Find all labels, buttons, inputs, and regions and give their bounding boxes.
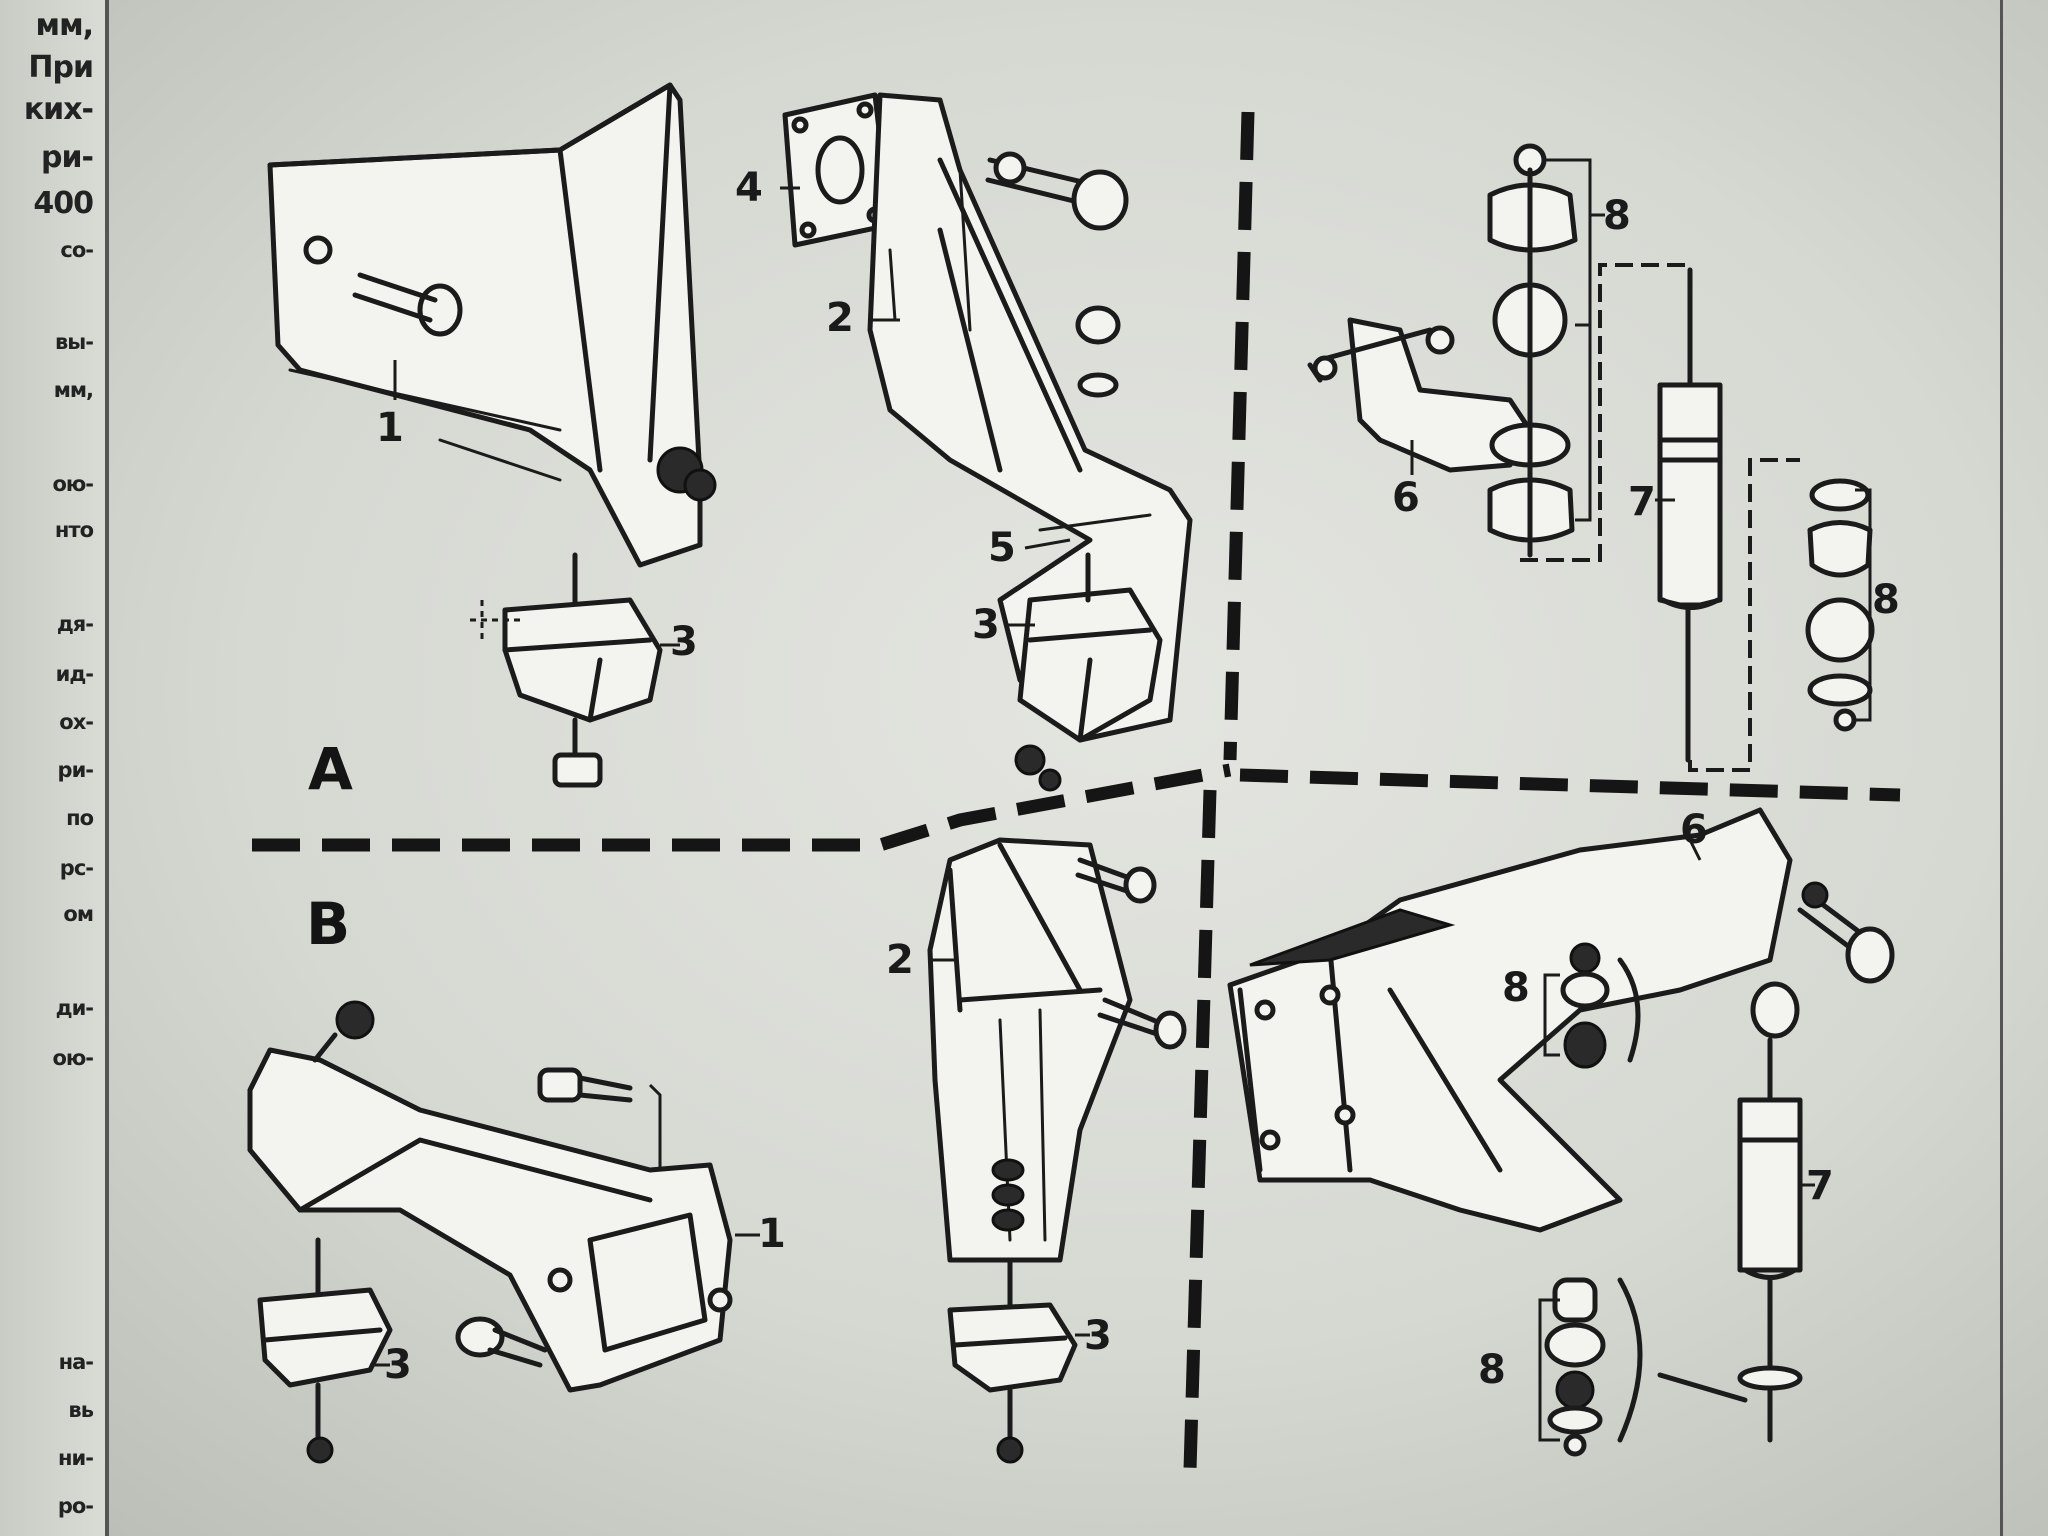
callout-number: 3 xyxy=(972,602,1000,648)
a-bracket-1 xyxy=(267,82,717,568)
bolt-icon xyxy=(1097,997,1187,1050)
washer-icon xyxy=(991,1183,1025,1207)
text-fragment: ид- xyxy=(55,662,94,686)
bolt-icon xyxy=(1425,325,1455,355)
nut-icon xyxy=(1312,355,1338,381)
a-rubber-mount-3-mid xyxy=(1014,513,1163,792)
text-fragment: мм, xyxy=(53,378,94,402)
washer-icon xyxy=(1077,372,1119,398)
bolt-icon xyxy=(1797,881,1895,984)
text-fragment: дя- xyxy=(56,612,94,636)
callout-number: 5 xyxy=(988,525,1016,571)
a-shock-absorber-7 xyxy=(1657,267,1800,772)
nut-icon xyxy=(1075,305,1121,345)
b-rubber-mount-3-left xyxy=(257,1237,393,1464)
section-label-a: A xyxy=(308,735,353,803)
section-divider-vertical-lower xyxy=(1183,789,1217,1471)
text-fragment: вь xyxy=(68,1398,94,1422)
text-fragment: со- xyxy=(60,238,94,262)
callout-number: 8 xyxy=(1502,965,1530,1011)
callout-number: 3 xyxy=(1084,1313,1112,1359)
text-fragment: ди- xyxy=(55,996,94,1020)
nut-icon xyxy=(991,1158,1025,1182)
b-shock-absorber-7 xyxy=(1657,981,1803,1443)
text-fragment: нто xyxy=(54,518,94,542)
callout-number: 8 xyxy=(1872,577,1900,623)
washer-icon xyxy=(991,1208,1025,1232)
a-bushing-stack-8-top xyxy=(1487,143,1690,562)
text-fragment: ро- xyxy=(57,1494,94,1518)
callout-number: 8 xyxy=(1478,1347,1506,1393)
nut-icon xyxy=(996,1436,1024,1464)
section-divider-horizontal-right xyxy=(1239,768,1901,802)
b-rubber-mount-3-mid xyxy=(947,1257,1078,1464)
washer-icon xyxy=(683,468,717,502)
callout-number: 3 xyxy=(670,619,698,665)
adjacent-text-column: мм, При ких- ри- 400 со- вы- мм, ою- нто… xyxy=(0,0,109,1536)
callout-leader-line xyxy=(1024,538,1071,550)
text-fragment: вы- xyxy=(55,330,94,354)
callout-number: 6 xyxy=(1392,475,1420,521)
callout-leader-line xyxy=(1688,839,1702,861)
text-fragment: мм, xyxy=(35,8,94,43)
bolt-icon xyxy=(1075,857,1157,904)
b-bushing-pair-8-upper xyxy=(1543,942,1641,1069)
text-fragment: При xyxy=(28,50,94,85)
text-fragment: на- xyxy=(58,1350,94,1374)
callout-number: 3 xyxy=(384,1342,412,1388)
b-bushing-stack-8-lower xyxy=(1538,1277,1643,1457)
a-bracket-2 xyxy=(867,92,1193,743)
callout-number: 7 xyxy=(1628,479,1656,525)
section-divider-vertical-upper xyxy=(1223,111,1255,761)
text-fragment: рс- xyxy=(59,856,94,880)
nut-icon xyxy=(306,1436,334,1464)
section-label-b: B xyxy=(306,890,351,958)
text-fragment: ни- xyxy=(58,1446,94,1470)
text-fragment: ою- xyxy=(52,472,94,496)
washer-icon xyxy=(1038,768,1062,792)
a-bushing-stack-8-side xyxy=(1805,478,1875,732)
section-divider-horizontal-left xyxy=(252,763,1232,852)
text-fragment: ох- xyxy=(59,710,94,734)
callout-number: 2 xyxy=(826,295,854,341)
b-bracket-6 xyxy=(1227,807,1895,1233)
callout-number: 1 xyxy=(758,1211,786,1257)
callout-number: 6 xyxy=(1680,807,1708,853)
callout-number: 4 xyxy=(735,165,763,211)
b-bracket-1 xyxy=(247,1000,733,1393)
a-rubber-mount-3-left xyxy=(470,552,663,788)
bolt-icon xyxy=(303,235,463,337)
page-border-line xyxy=(2000,0,2003,1536)
text-fragment: ою- xyxy=(52,1046,94,1070)
text-fragment: по xyxy=(66,806,94,830)
callout-number: 7 xyxy=(1806,1163,1834,1209)
callout-number: 8 xyxy=(1603,193,1631,239)
text-fragment: ких- xyxy=(23,92,94,127)
callout-number: 1 xyxy=(376,405,404,451)
text-fragment: ри- xyxy=(41,140,94,175)
bolt-icon xyxy=(537,1067,633,1103)
text-fragment: ри- xyxy=(57,758,94,782)
bolt-icon xyxy=(985,151,1129,231)
bolt-icon xyxy=(455,1316,548,1368)
callout-number: 2 xyxy=(886,937,914,983)
b-bracket-2 xyxy=(927,837,1187,1263)
text-fragment: 400 xyxy=(33,186,94,221)
text-fragment: ом xyxy=(63,902,94,926)
nut-icon xyxy=(335,1000,375,1040)
nut-icon xyxy=(1014,744,1046,776)
